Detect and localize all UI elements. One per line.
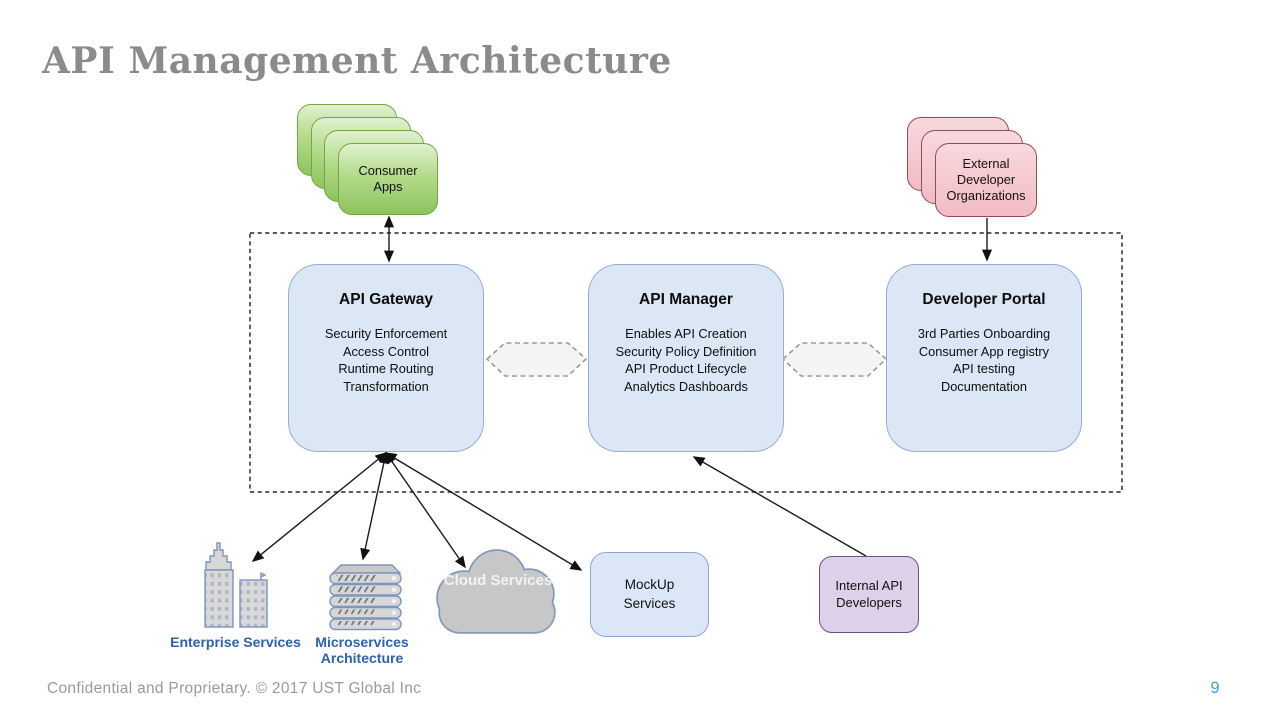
box-title: Developer Portal [922, 291, 1046, 308]
cloud-services-label: Cloud Services [443, 572, 553, 589]
api-platform-boundary [249, 232, 1123, 493]
consumer-apps-label: Consumer Apps [358, 163, 418, 194]
box-feature-line: Consumer App registry [918, 343, 1050, 359]
box-feature-line: Security Enforcement [324, 326, 448, 341]
box-feature-line: Analytics Dashboards [624, 378, 748, 394]
box-feature-line: Transformation [343, 378, 429, 394]
consumer-apps-card-front: Consumer Apps [338, 143, 438, 215]
connector-hex-right [781, 342, 888, 377]
internal-developers-label: Internal API Developers [835, 577, 903, 610]
mockup-services-label: MockUp Services [623, 577, 676, 611]
api-gateway-box: API Gateway Security Enforcement Access … [288, 264, 484, 452]
internal-developers-box: Internal API Developers [819, 556, 919, 633]
buildings-icon [204, 542, 268, 628]
external-orgs-label: External Developer Organizations [946, 156, 1026, 203]
page-title: API Management Architecture [42, 40, 672, 82]
box-feature-line: API Product Lifecycle [625, 361, 747, 377]
box-feature-line: Access Control [342, 343, 430, 359]
box-title: API Manager [639, 291, 733, 308]
connector-hex-left [485, 342, 588, 377]
box-feature-line: Security Policy Definition [615, 343, 757, 359]
box-title: API Gateway [339, 291, 433, 308]
arrow-gateway-mockup [384, 452, 583, 571]
box-feature-line: Enables API Creation [625, 326, 747, 341]
microservices-label: Microservices Architecture [315, 634, 409, 667]
box-feature-line: Documentation [940, 378, 1028, 394]
cloud-icon [436, 549, 556, 634]
enterprise-services-label: Enterprise Services [170, 634, 301, 650]
box-feature-line: 3rd Parties Onboarding [917, 326, 1051, 341]
page-number: 9 [1210, 679, 1220, 697]
box-feature-line: Runtime Routing [338, 361, 434, 377]
api-manager-box: API Manager Enables API Creation Securit… [588, 264, 784, 452]
mockup-services-box: MockUp Services [590, 552, 709, 637]
developer-portal-box: Developer Portal 3rd Parties Onboarding … [886, 264, 1082, 452]
arrow-gateway-microservices [360, 451, 389, 561]
arrow-gateway-cloud [385, 451, 466, 569]
arrow-internal-manager [692, 456, 867, 557]
box-feature-line: API testing [953, 361, 1015, 377]
footer-text: Confidential and Proprietary. © 2017 UST… [47, 680, 422, 697]
external-orgs-card-front: External Developer Organizations [935, 143, 1037, 217]
server-stack-icon [329, 564, 402, 631]
